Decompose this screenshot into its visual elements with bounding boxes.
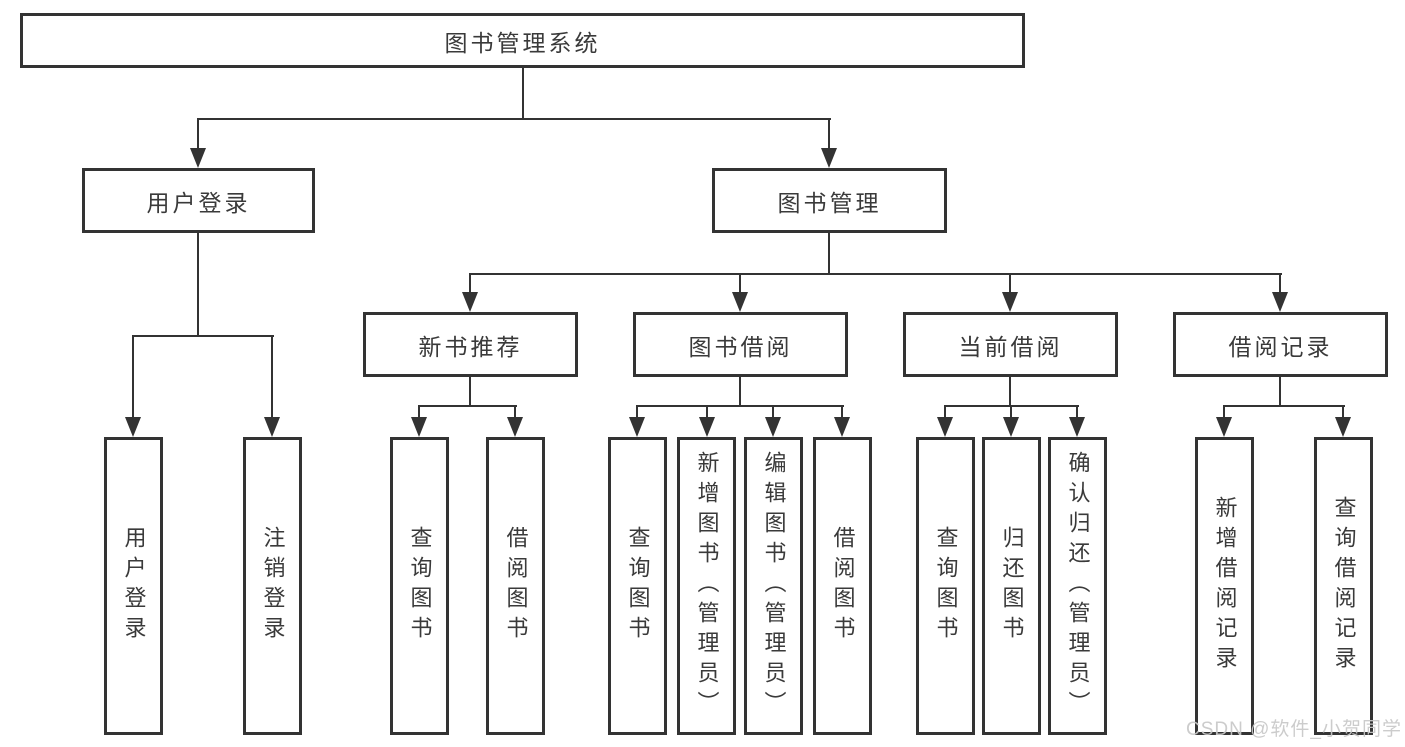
arrow-down-icon (629, 417, 645, 437)
arrow-down-icon (937, 417, 953, 437)
connector-l3-split (469, 273, 1282, 275)
leaf-label: 新增借阅记录 (1212, 496, 1238, 676)
leaf-add-borrow-record: 新增借阅记录 (1195, 437, 1254, 735)
leaf-user-login: 用户登录 (104, 437, 163, 735)
arrow-down-icon (1069, 417, 1085, 437)
leaf-label: 确认归还（管理员） (1065, 451, 1091, 721)
arrow-down-icon (699, 417, 715, 437)
connector-stub (706, 405, 708, 421)
connector-stub (636, 405, 638, 421)
connector-stub (469, 273, 471, 294)
connector-stub (1076, 405, 1078, 421)
leaf-label: 编辑图书（管理员） (761, 451, 787, 721)
connector-stub (197, 118, 199, 150)
arrow-down-icon (264, 417, 280, 437)
leaf-label: 查询图书 (625, 526, 651, 646)
leaf-label: 借阅图书 (830, 526, 856, 646)
leaf-label: 新增图书（管理员） (694, 451, 720, 721)
connector-stub (841, 405, 843, 421)
connector-stub (132, 335, 134, 419)
connector-stub (418, 405, 420, 421)
arrow-down-icon (1003, 417, 1019, 437)
connector-stub (1279, 377, 1281, 407)
connector-root-down (522, 68, 524, 118)
node-borrowing-records: 借阅记录 (1173, 312, 1388, 377)
node-book-management: 图书管理 (712, 168, 947, 233)
connector-stub (271, 335, 273, 419)
connector-stub (1009, 377, 1011, 407)
connector-split (636, 405, 844, 407)
connector-split (132, 335, 274, 337)
leaf-borrow-books-borrowing: 借阅图书 (813, 437, 872, 735)
leaf-confirm-return-admin: 确认归还（管理员） (1048, 437, 1107, 735)
arrow-down-icon (411, 417, 427, 437)
arrow-down-icon (1002, 292, 1018, 312)
leaf-borrow-books-recommend: 借阅图书 (486, 437, 545, 735)
leaf-label: 注销登录 (260, 526, 286, 646)
connector-stub (1279, 273, 1281, 294)
leaf-label: 查询图书 (933, 526, 959, 646)
leaf-logout: 注销登录 (243, 437, 302, 735)
connector-split (418, 405, 517, 407)
leaf-add-book-admin: 新增图书（管理员） (677, 437, 736, 735)
arrow-down-icon (125, 417, 141, 437)
arrow-down-icon (462, 292, 478, 312)
leaf-label: 借阅图书 (503, 526, 529, 646)
connector-l2-split (198, 118, 831, 120)
leaf-query-borrow-record: 查询借阅记录 (1314, 437, 1373, 735)
arrow-down-icon (507, 417, 523, 437)
connector-stub (1009, 273, 1011, 294)
leaf-query-books-recommend: 查询图书 (390, 437, 449, 735)
arrow-down-icon (1335, 417, 1351, 437)
leaf-edit-book-admin: 编辑图书（管理员） (744, 437, 803, 735)
leaf-query-books-borrowing: 查询图书 (608, 437, 667, 735)
connector-stub (469, 377, 471, 407)
csdn-watermark: CSDN @软件_小贺同学 (1186, 719, 1402, 740)
arrow-down-icon (765, 417, 781, 437)
leaf-label: 用户登录 (121, 526, 147, 646)
node-new-book-recommend: 新书推荐 (363, 312, 578, 377)
leaf-label: 查询借阅记录 (1331, 496, 1357, 676)
node-current-borrowing: 当前借阅 (903, 312, 1118, 377)
arrow-down-icon (1216, 417, 1232, 437)
connector-stub (944, 405, 946, 421)
connector-stub (739, 377, 741, 407)
connector-stub (1010, 405, 1012, 421)
node-book-borrowing: 图书借阅 (633, 312, 848, 377)
leaf-return-book: 归还图书 (982, 437, 1041, 735)
arrow-down-icon (732, 292, 748, 312)
leaf-label: 归还图书 (999, 526, 1025, 646)
arrow-down-icon (821, 148, 837, 168)
connector-stub (1223, 405, 1225, 421)
connector-stub (828, 233, 830, 273)
node-user-login-branch: 用户登录 (82, 168, 315, 233)
connector-stub (1342, 405, 1344, 421)
leaf-label: 查询图书 (407, 526, 433, 646)
connector-stub (828, 118, 830, 150)
arrow-down-icon (190, 148, 206, 168)
connector-stub (772, 405, 774, 421)
arrow-down-icon (1272, 292, 1288, 312)
connector-split (1223, 405, 1345, 407)
arrow-down-icon (834, 417, 850, 437)
connector-stub (739, 273, 741, 294)
node-library-management-system: 图书管理系统 (20, 13, 1025, 68)
connector-stub (197, 233, 199, 335)
connector-stub (514, 405, 516, 421)
leaf-query-books-current: 查询图书 (916, 437, 975, 735)
